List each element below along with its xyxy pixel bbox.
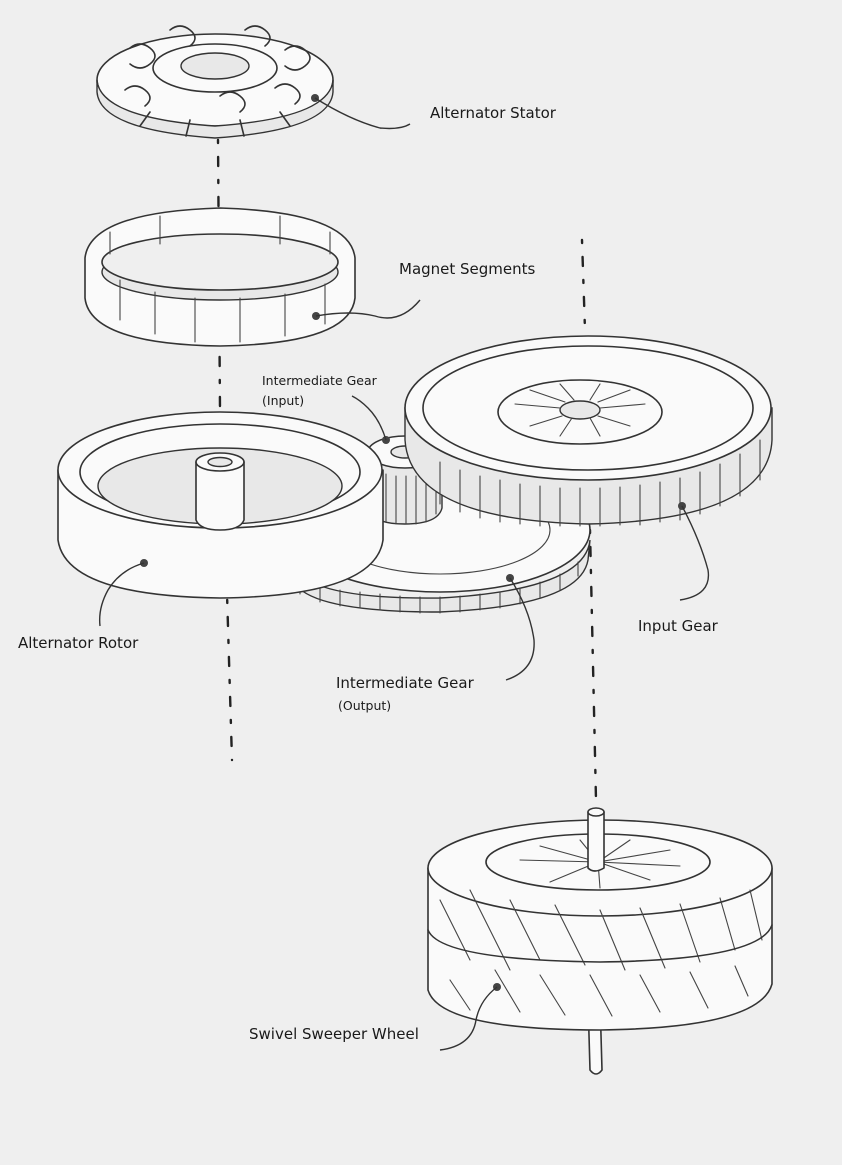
label-intermediate-gear-input-line1: Intermediate Gear bbox=[262, 373, 377, 388]
leader-lines bbox=[98, 97, 710, 1051]
label-input-gear: Input Gear bbox=[638, 617, 718, 635]
alternator-axis-lower-line bbox=[224, 558, 234, 762]
label-swivel-sweeper-wheel: Swivel Sweeper Wheel bbox=[249, 1025, 419, 1043]
magnet-segments-drawing bbox=[84, 207, 356, 347]
label-intermediate-gear-input-line2: (Input) bbox=[262, 393, 305, 408]
intermediate-input-leader-line bbox=[351, 395, 387, 441]
input-gear-leader-line bbox=[679, 505, 710, 601]
wheel-axis-line bbox=[588, 528, 598, 802]
swivel-sweeper-wheel-drawing bbox=[427, 807, 773, 1075]
input-gear-drawing bbox=[404, 335, 773, 527]
label-intermediate-gear-output-line2: (Output) bbox=[338, 698, 392, 713]
alternator-stator-drawing bbox=[96, 25, 334, 139]
alternator-axis-line bbox=[216, 138, 222, 412]
magnet-leader-line bbox=[315, 299, 421, 319]
axis-lines bbox=[216, 138, 598, 802]
wheel-leader-line bbox=[439, 986, 498, 1051]
label-intermediate-gear-output-line1: Intermediate Gear bbox=[336, 674, 474, 692]
label-alternator-rotor: Alternator Rotor bbox=[18, 634, 139, 652]
stator-leader-line bbox=[314, 97, 411, 130]
label-magnet-segments: Magnet Segments bbox=[399, 260, 536, 278]
rotor-leader-line bbox=[98, 562, 145, 627]
label-alternator-stator: Alternator Stator bbox=[430, 104, 556, 122]
alternator-rotor-drawing bbox=[57, 411, 384, 599]
intermediate-output-leader-line bbox=[505, 577, 535, 681]
